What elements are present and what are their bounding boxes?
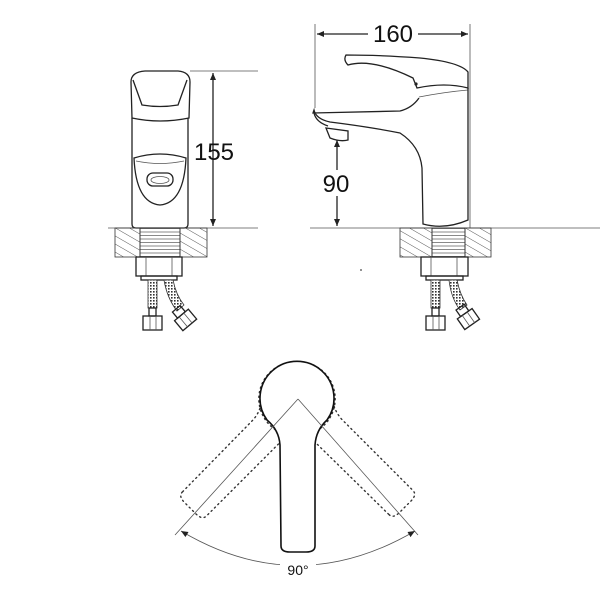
side-fitting-right bbox=[455, 303, 481, 331]
front-view: 155 bbox=[108, 70, 258, 332]
side-counter-right bbox=[464, 227, 492, 258]
side-aerator bbox=[324, 127, 349, 142]
handle-rotated-right bbox=[180, 361, 336, 519]
front-nut bbox=[135, 256, 183, 277]
angle-label: 90° bbox=[287, 562, 308, 578]
front-counter-right bbox=[179, 227, 208, 258]
dim-160-label: 160 bbox=[373, 21, 413, 48]
front-ring bbox=[146, 172, 174, 187]
front-fitting-right bbox=[171, 304, 198, 332]
front-fitting-left bbox=[142, 315, 163, 331]
top-view: 90° bbox=[174, 360, 419, 578]
front-thread bbox=[139, 227, 181, 258]
handle-center bbox=[259, 360, 335, 553]
side-body bbox=[312, 88, 469, 227]
side-hose-right bbox=[448, 279, 468, 311]
front-hose-right bbox=[163, 279, 185, 312]
side-counter-left bbox=[399, 227, 433, 258]
side-nut bbox=[420, 256, 469, 277]
dim-90-label: 90 bbox=[323, 171, 350, 198]
front-counter-left bbox=[114, 227, 141, 258]
angle-ray-right bbox=[297, 398, 419, 536]
front-hose-left bbox=[147, 279, 158, 309]
side-view: 160 90 bbox=[310, 21, 600, 331]
front-handle bbox=[130, 70, 191, 122]
side-fitting-left bbox=[425, 315, 446, 331]
dim-155-label: 155 bbox=[194, 139, 234, 166]
front-handle-inner bbox=[132, 79, 188, 108]
side-hose-left bbox=[430, 279, 441, 309]
side-thread bbox=[431, 227, 466, 258]
front-cup bbox=[133, 153, 187, 206]
side-lever bbox=[344, 54, 469, 89]
angle-ray-left bbox=[174, 398, 299, 536]
